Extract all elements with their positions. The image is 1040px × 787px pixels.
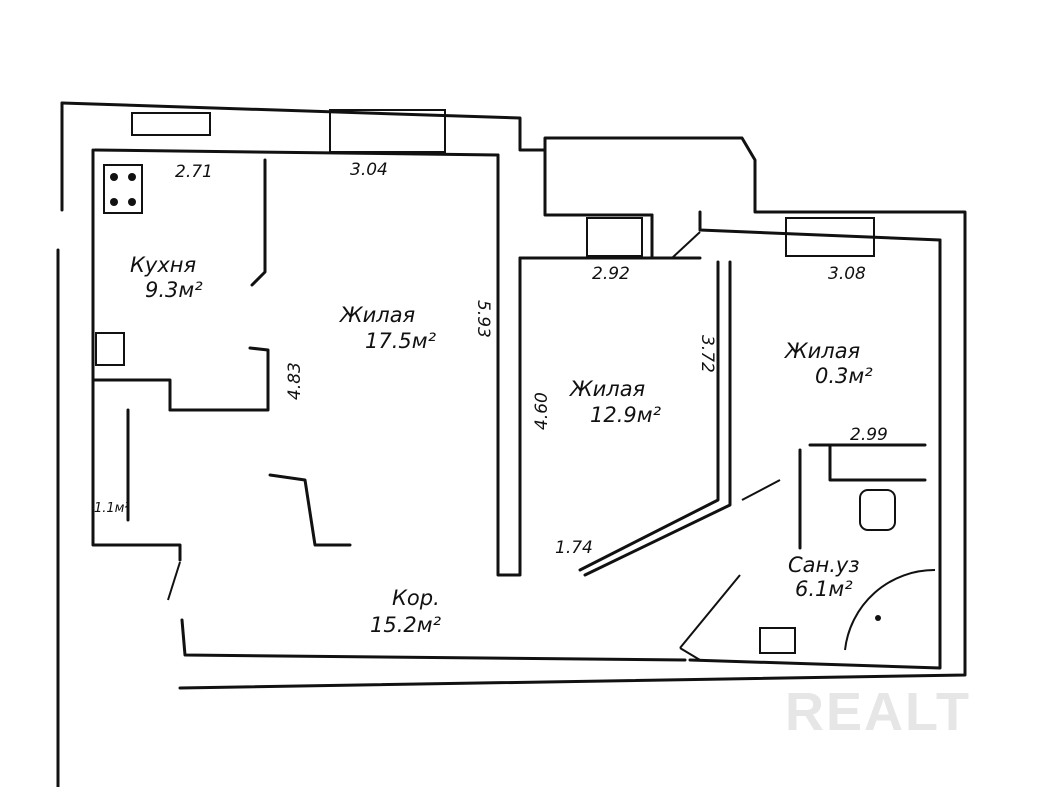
- living3-area: 0.3м²: [815, 364, 873, 388]
- kitchen-area: 9.3м²: [145, 278, 203, 302]
- living1-area: 17.5м²: [365, 329, 437, 353]
- windows: [131, 109, 875, 257]
- outer-walls: [56, 101, 967, 787]
- bath-name: Сан.уз: [788, 553, 860, 577]
- corridor-name: Кор.: [392, 586, 440, 610]
- dim-label: 5.93: [473, 300, 493, 338]
- watermark-logo: REALT: [785, 682, 971, 742]
- dim-label: 3.72: [697, 335, 717, 373]
- kitchen-name: Кухня: [130, 253, 196, 277]
- closet-area: 1.1м²: [94, 501, 130, 516]
- living3-name: Жилая: [783, 339, 860, 363]
- dim-label: 2.71: [175, 162, 213, 182]
- dim-label: 4.60: [532, 392, 552, 430]
- dim-label: 3.04: [350, 160, 388, 180]
- dim-label: 1.74: [555, 538, 593, 558]
- living2-area: 12.9м²: [590, 403, 662, 427]
- dim-label: 2.92: [592, 264, 630, 284]
- dim-label: 4.83: [285, 362, 305, 400]
- dim-label: 3.08: [828, 264, 866, 284]
- living1-name: Жилая: [338, 303, 415, 327]
- furniture-stove: [103, 164, 143, 214]
- living2-name: Жилая: [568, 377, 645, 401]
- bath-area: 6.1м²: [795, 577, 853, 601]
- interior-walls: [93, 153, 936, 661]
- dim-label: 2.99: [850, 425, 888, 445]
- corridor-area: 15.2м²: [370, 613, 442, 637]
